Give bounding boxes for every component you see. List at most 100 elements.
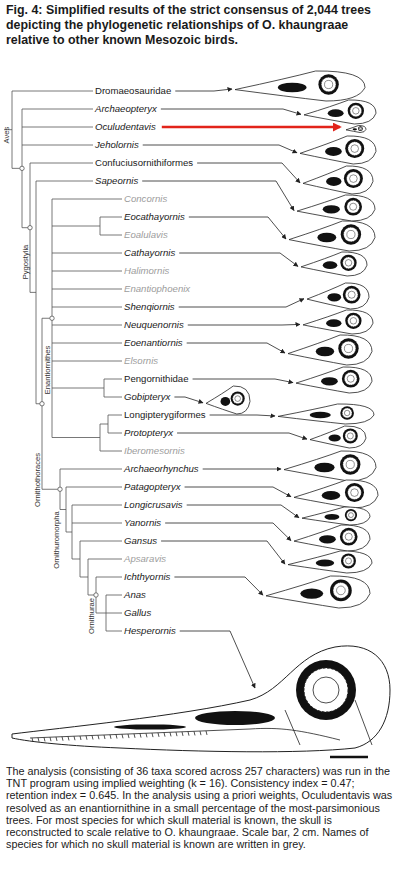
skull-outline [206,386,250,414]
taxon-name: Longicrusavis [124,499,183,511]
pupil-ring [345,558,351,564]
orbit [345,313,361,329]
clade-node [50,316,54,320]
antorbital-fenestra [328,435,340,442]
orbit [345,139,364,158]
orbit [330,580,352,602]
tree-branch [52,343,122,344]
skull-drawing [310,426,366,448]
leader-arrow [210,415,275,416]
taxon-name: Apsaravis [124,553,166,565]
skull-drawing [235,71,365,101]
orbit [343,428,358,443]
leader-arrow [188,324,300,326]
antorbital-fenestra [300,588,323,598]
sclerotic-ring [348,142,362,156]
leader-arrow [193,379,293,383]
sclerotic-ring [350,105,362,117]
orbit [296,660,356,720]
pupil-ring [337,586,346,595]
sclerotic-ring [342,530,355,543]
tooth [170,732,171,736]
orbit [341,553,356,568]
tree-branch [66,487,122,488]
taxon-name: Neuquenornis [124,319,184,331]
leader-arrow [197,163,300,183]
skull-drawing [294,525,370,551]
tree-branch [108,433,122,434]
antorbital-fenestra [324,514,339,520]
pupil-ring [350,203,357,210]
taxon-name: Yanornis [124,517,161,529]
pupil-ring [349,513,354,518]
sclerotic-ring [343,257,355,269]
pupil-ring [325,80,333,88]
tree-branch [106,631,122,632]
figure-caption: The analysis (consisting of 36 taxa scor… [6,765,394,850]
skull-outline [302,507,370,525]
pupil-ring [345,533,352,540]
antorbital-fenestra [327,293,341,301]
tooth [92,736,93,740]
tooth [158,733,159,737]
sclerotic-ring [348,315,360,327]
tree-branch [22,127,93,128]
tree-branch [80,541,122,542]
orbit [340,406,354,420]
tree-branch [96,577,122,578]
leader-arrow [174,577,263,595]
tooth [194,731,195,735]
leader-arrow [175,89,232,91]
tree-branch [106,613,122,614]
tooth [98,735,99,739]
antorbital-fenestra [353,128,357,130]
clade-name: Ornithurae [87,598,96,634]
skull-outline [278,404,374,424]
taxon-name: Longipterygiformes [124,409,206,421]
skull-drawing [288,335,372,365]
tree-branch [60,509,66,510]
antorbital-fenestra [221,397,231,406]
clade-name: Aves [2,127,11,144]
clade-node [58,487,62,491]
clade-node [40,402,44,406]
clade-node [20,166,24,170]
tree-branch [72,523,122,524]
clade-node [94,593,98,597]
taxon-name: Eocathayornis [124,211,185,223]
skull-drawing [296,367,372,393]
leader-arrow [203,469,281,470]
skull-outline [288,551,372,573]
skull-outline [266,576,370,608]
antorbital-fenestra [325,147,342,156]
tree-branch [52,307,122,308]
antorbital-fenestra [328,109,344,117]
pupil-ring [313,677,339,703]
skull-outline [294,525,370,551]
pupil-ring [359,128,361,130]
skull-outline [296,367,372,393]
skull-drawing [284,451,376,481]
pupil-ring [344,344,352,352]
tooth [68,736,69,740]
tree-branch [52,271,122,272]
tooth [50,737,51,741]
antorbital-fenestra [310,412,331,418]
antorbital-fenestra [314,463,334,473]
sclerotic-ring [342,408,352,418]
orbit [341,224,361,244]
skull-outline [300,136,376,164]
tree-branch [104,379,122,380]
tooth [104,735,105,739]
leader-arrow [185,487,291,497]
sclerotic-ring [343,457,358,472]
tree-branch [66,532,72,533]
skull-outline [303,166,373,194]
orbit [343,286,361,304]
orbit [318,74,338,94]
pupil-ring [348,291,355,298]
taxon-name: Protopteryx [124,427,173,439]
orbit [348,103,364,119]
clade-name: Ornithuromorpha [52,511,61,568]
